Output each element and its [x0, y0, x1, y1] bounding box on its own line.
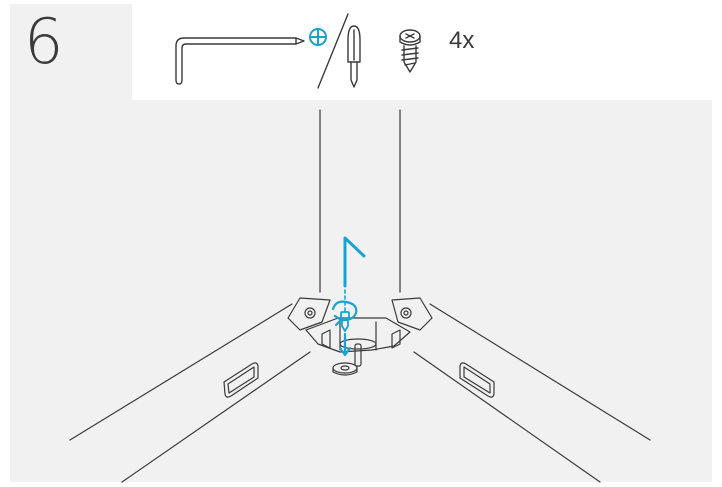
wood-screw-icon — [399, 29, 421, 73]
vertical-post — [319, 109, 401, 293]
right-rail — [413, 303, 651, 483]
screw-in-use-icon — [340, 311, 350, 332]
left-rail — [69, 303, 311, 483]
tool-separator-slash — [317, 13, 349, 89]
allen-key-in-use-icon — [343, 236, 366, 288]
allen-key-icon — [175, 37, 305, 85]
rotation-arrow-icon — [331, 300, 358, 322]
assembly-action-arrows — [331, 236, 366, 357]
step-number-box — [10, 4, 132, 100]
phillips-bit-icon — [309, 28, 327, 46]
right-corner-bracket — [391, 297, 433, 331]
corner-leg-bracket — [305, 317, 411, 376]
screw-quantity-label: 4x — [449, 27, 475, 54]
left-corner-bracket — [287, 297, 331, 331]
step-number: 6 — [24, 5, 63, 78]
assembly-illustration-panel — [10, 100, 712, 482]
screwdriver-icon — [347, 25, 361, 88]
